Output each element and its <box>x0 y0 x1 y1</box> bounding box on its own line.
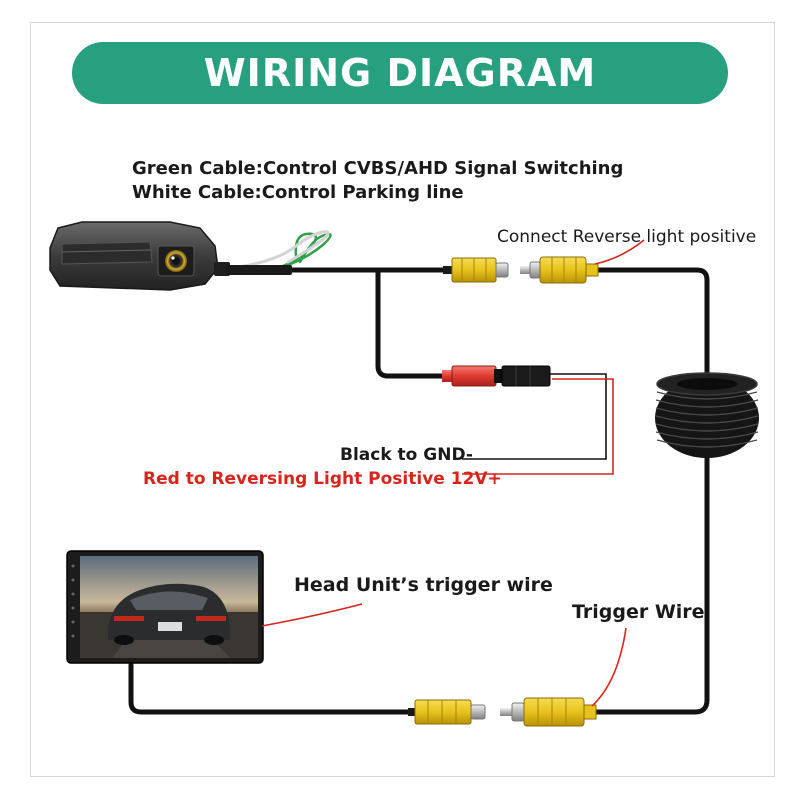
black-gnd-label: Black to GND- <box>340 445 473 465</box>
cable-collar <box>226 265 292 275</box>
trigger-wire-label: Trigger Wire <box>572 601 705 623</box>
red-positive-callout-line <box>462 378 614 475</box>
title-banner: WIRING DIAGRAM <box>72 42 728 104</box>
extension-cable-bottom <box>592 447 710 715</box>
green-cable-note: Green Cable:Control CVBS/AHD Signal Swit… <box>132 158 624 179</box>
rca-female-bottom <box>408 699 486 725</box>
cable-coil <box>655 372 759 458</box>
head-unit-callout-line <box>261 603 363 627</box>
page-title: WIRING DIAGRAM <box>203 51 597 95</box>
rca-male-bottom <box>500 697 597 727</box>
power-branch-wire <box>375 267 447 379</box>
green-white-switch-wires <box>228 230 332 272</box>
reverse-light-callout-line <box>594 239 645 265</box>
red-positive-label: Red to Reversing Light Positive 12V+ <box>143 469 502 489</box>
trigger-wire-callout-line <box>591 627 627 707</box>
diagram-frame <box>30 22 775 777</box>
rca-male-top <box>520 256 599 284</box>
black-gnd-callout-line <box>462 373 607 460</box>
reverse-camera <box>49 221 230 291</box>
extension-cable-top <box>592 267 710 378</box>
white-cable-note: White Cable:Control Parking line <box>132 182 464 203</box>
main-wires <box>128 267 710 715</box>
rca-female-top <box>443 257 509 283</box>
power-lead <box>442 365 551 387</box>
head-unit-video-wire <box>128 662 413 715</box>
head-unit-trigger-label: Head Unit’s trigger wire <box>294 574 553 596</box>
head-unit <box>66 550 264 664</box>
reverse-light-label: Connect Reverse light positive <box>497 227 757 247</box>
